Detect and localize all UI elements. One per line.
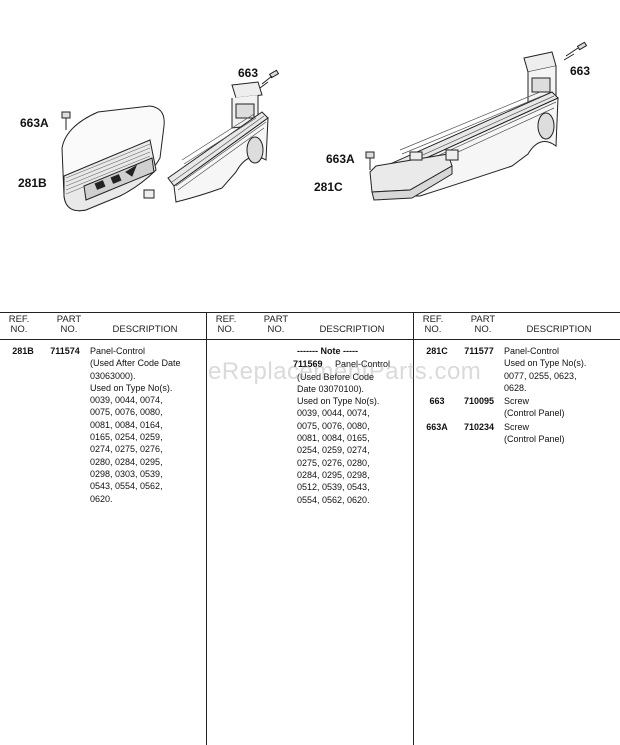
parts-column-1: REF. NO. PART NO. DESCRIPTION 281B 71157…	[0, 313, 206, 745]
ref-no: 663	[429, 396, 445, 407]
header-description: DESCRIPTION	[112, 324, 178, 335]
part-no: 711574	[50, 346, 80, 356]
ref-no: 281C	[426, 346, 448, 356]
control-panel-281c-drawing	[369, 51, 559, 201]
header-ref-line2: NO.	[424, 324, 442, 335]
header-part-no: PART NO.	[261, 315, 291, 335]
table-row: 663A 710234 Screw (Control Panel)	[414, 421, 620, 446]
header-ref-line2: NO.	[10, 324, 28, 335]
part-no: 711577	[464, 346, 494, 356]
header-ref-no: REF. NO.	[418, 315, 448, 335]
header-part-line2: NO.	[267, 324, 285, 335]
screw-663-right-drawing	[563, 41, 588, 61]
table-row-note: ------- Note -----	[207, 345, 414, 357]
screw-663-left-drawing	[259, 69, 280, 89]
header-description: DESCRIPTION	[319, 324, 385, 335]
table-row: 281C 711577 Panel-Control Used on Type N…	[414, 345, 620, 394]
callout-281c: 281C	[314, 180, 343, 194]
table-header: REF. NO. PART NO. DESCRIPTION	[0, 313, 206, 340]
header-ref-no: REF. NO.	[211, 315, 241, 335]
callout-281b: 281B	[18, 176, 47, 190]
header-part-line1: PART	[263, 314, 289, 325]
parts-diagram: 663 663A 281B 663 663A 281C	[0, 0, 620, 300]
table-header: REF. NO. PART NO. DESCRIPTION	[414, 313, 620, 340]
callout-663-right: 663	[570, 64, 591, 78]
part-description: Panel-Control Used on Type No(s). 0077, …	[504, 346, 587, 393]
control-panel-281b-drawing	[61, 81, 269, 212]
parts-column-3: REF. NO. PART NO. DESCRIPTION 281C 71157…	[413, 313, 620, 745]
table-row: 711569 Panel-Control (Used Before Code D…	[207, 358, 414, 506]
ref-no: 663A	[426, 421, 448, 432]
ref-no: 281B	[12, 346, 34, 356]
note-label: ------- Note -----	[297, 346, 358, 356]
exploded-view-illustration	[61, 41, 588, 212]
part-description: Screw (Control Panel)	[504, 396, 565, 419]
screw-663a-left-drawing	[61, 111, 71, 130]
table-row: 281B 711574 Panel-Control (Used After Co…	[0, 345, 206, 505]
header-part-no: PART NO.	[468, 315, 498, 335]
callout-663a-left: 663A	[20, 116, 49, 130]
header-part-line1: PART	[56, 314, 82, 325]
header-ref-line1: REF.	[8, 314, 30, 325]
table-header: REF. NO. PART NO. DESCRIPTION	[207, 313, 414, 340]
table-row: 663 710095 Screw (Control Panel)	[414, 395, 620, 420]
part-no: 711569	[293, 359, 323, 370]
parts-rows: ------- Note ----- 711569 Panel-Control …	[207, 345, 414, 507]
header-ref-line2: NO.	[217, 324, 235, 335]
watermark: eReplacementParts.com	[208, 358, 482, 385]
part-description: Panel-Control (Used Before Code Date 030…	[297, 359, 391, 505]
parts-column-2: REF. NO. PART NO. DESCRIPTION ------- No…	[206, 313, 414, 745]
parts-rows: 281C 711577 Panel-Control Used on Type N…	[414, 345, 620, 446]
part-description: Panel-Control (Used After Code Date 0306…	[90, 346, 181, 504]
header-part-no: PART NO.	[54, 315, 84, 335]
header-part-line2: NO.	[474, 324, 492, 335]
header-part-line2: NO.	[60, 324, 78, 335]
header-ref-no: REF. NO.	[4, 315, 34, 335]
part-no: 710234	[463, 421, 495, 432]
header-description: DESCRIPTION	[526, 324, 592, 335]
header-ref-line1: REF.	[215, 314, 237, 325]
parts-table: REF. NO. PART NO. DESCRIPTION 281B 71157…	[0, 312, 620, 745]
part-no: 710095	[463, 396, 495, 407]
part-description: Screw (Control Panel)	[504, 421, 565, 445]
screw-663a-right-drawing	[365, 151, 375, 170]
callout-663a-right: 663A	[326, 152, 355, 166]
parts-rows: 281B 711574 Panel-Control (Used After Co…	[0, 345, 206, 506]
callout-663-left: 663	[238, 66, 259, 80]
header-ref-line1: REF.	[422, 314, 444, 325]
header-part-line1: PART	[470, 314, 496, 325]
